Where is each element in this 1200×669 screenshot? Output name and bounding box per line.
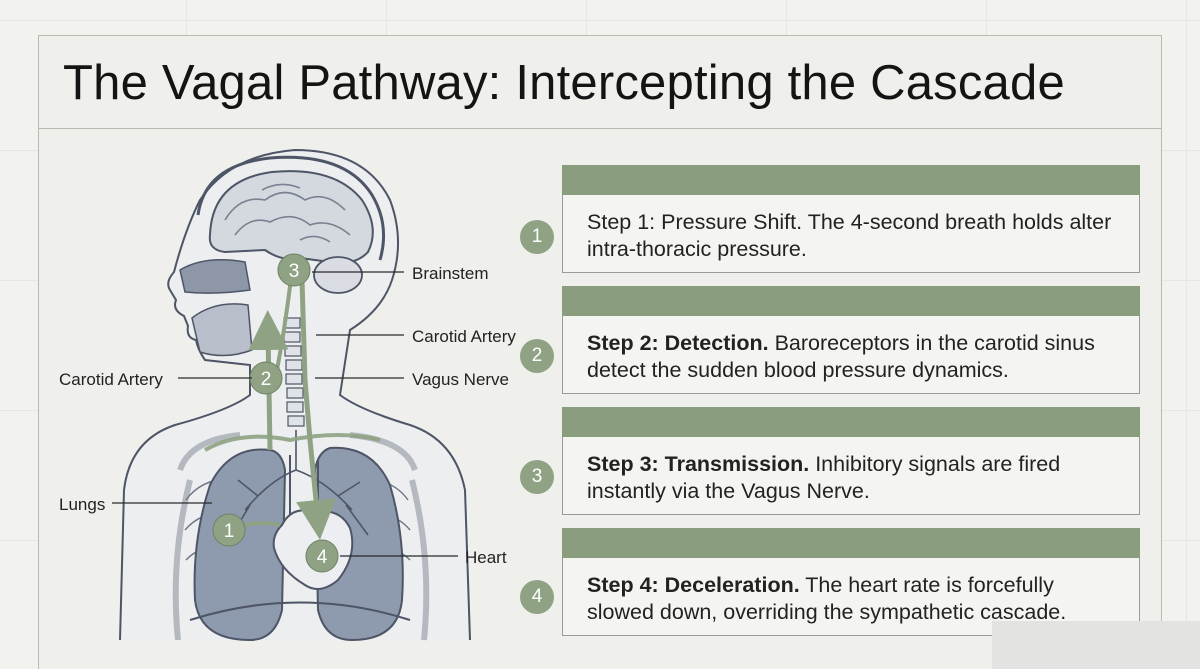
step-2-head: Step 2: Detection. — [587, 331, 769, 355]
marker-3: 3 — [277, 253, 311, 287]
oral-cavity — [191, 303, 253, 357]
step-3-badge: 3 — [520, 460, 554, 494]
nasal-cavity — [179, 259, 251, 294]
step-4-text: Step 4: Deceleration. The heart rate is … — [587, 572, 1121, 626]
marker-4: 4 — [305, 539, 339, 573]
marker-4-label: 4 — [317, 547, 328, 568]
step-3-head: Step 3: Transmission. — [587, 452, 810, 476]
title-bar: The Vagal Pathway: Intercepting the Casc… — [39, 36, 1161, 129]
step-1-text: Step 1: Pressure Shift. The 4-second bre… — [587, 209, 1121, 263]
label-heart: Heart — [465, 548, 507, 567]
step-4-badge: 4 — [520, 580, 554, 614]
marker-3-label: 3 — [289, 261, 300, 282]
marker-1-label: 1 — [224, 521, 235, 542]
page-title: The Vagal Pathway: Intercepting the Casc… — [63, 56, 1065, 110]
label-vagus-nerve: Vagus Nerve — [412, 370, 509, 389]
step-3-body: Step 3: Transmission. Inhibitory signals… — [562, 437, 1140, 515]
label-carotid-artery-right: Carotid Artery — [412, 327, 516, 346]
step-1-body: Step 1: Pressure Shift. The 4-second bre… — [562, 195, 1140, 273]
step-2-card: Step 2: Detection. Baroreceptors in the … — [562, 286, 1140, 394]
step-4-head: Step 4: Deceleration. — [587, 573, 800, 597]
label-brainstem: Brainstem — [412, 264, 489, 283]
leader-lines — [112, 271, 458, 557]
step-4-header-bar — [562, 528, 1140, 558]
step-2-desc: Baroreceptors in the carotid sinus detec… — [587, 331, 1095, 382]
step-2-text: Step 2: Detection. Baroreceptors in the … — [587, 330, 1121, 384]
label-carotid-artery-left: Carotid Artery — [59, 370, 163, 389]
step-4-body: Step 4: Deceleration. The heart rate is … — [562, 558, 1140, 636]
left-lung — [193, 448, 287, 642]
step-2-body: Step 2: Detection. Baroreceptors in the … — [562, 316, 1140, 394]
step-3-text: Step 3: Transmission. Inhibitory signals… — [587, 451, 1121, 505]
step-1-card: Step 1: Pressure Shift. The 4-second bre… — [562, 165, 1140, 273]
skull — [196, 155, 386, 261]
vagus-nerve-path — [296, 279, 336, 540]
step-3-desc: Inhibitory signals are fired instantly v… — [587, 452, 1061, 503]
step-3-card: Step 3: Transmission. Inhibitory signals… — [562, 407, 1140, 515]
brain-folds — [224, 183, 351, 243]
diaphragm — [189, 601, 411, 621]
step-4-desc: The heart rate is forcefully slowed down… — [587, 573, 1067, 624]
step-1-badge: 1 — [520, 220, 554, 254]
marker-2: 2 — [249, 361, 283, 395]
step-1-head: Step 1: Pressure Shift. — [587, 210, 803, 234]
spine — [283, 317, 305, 427]
cerebellum — [313, 256, 363, 294]
marker-1: 1 — [212, 513, 246, 547]
step-1-desc: The 4-second breath holds alter intra-th… — [587, 210, 1112, 261]
signal-path-shoulders — [204, 433, 381, 452]
step-1-header-bar — [562, 165, 1140, 195]
ribcage — [172, 432, 430, 641]
step-4-card: Step 4: Deceleration. The heart rate is … — [562, 528, 1140, 636]
corner-overlay — [992, 621, 1200, 669]
step-2-header-bar — [562, 286, 1140, 316]
step-3-header-bar — [562, 407, 1140, 437]
step-2-badge: 2 — [520, 339, 554, 373]
label-lungs: Lungs — [59, 495, 105, 514]
marker-2-label: 2 — [261, 369, 272, 390]
